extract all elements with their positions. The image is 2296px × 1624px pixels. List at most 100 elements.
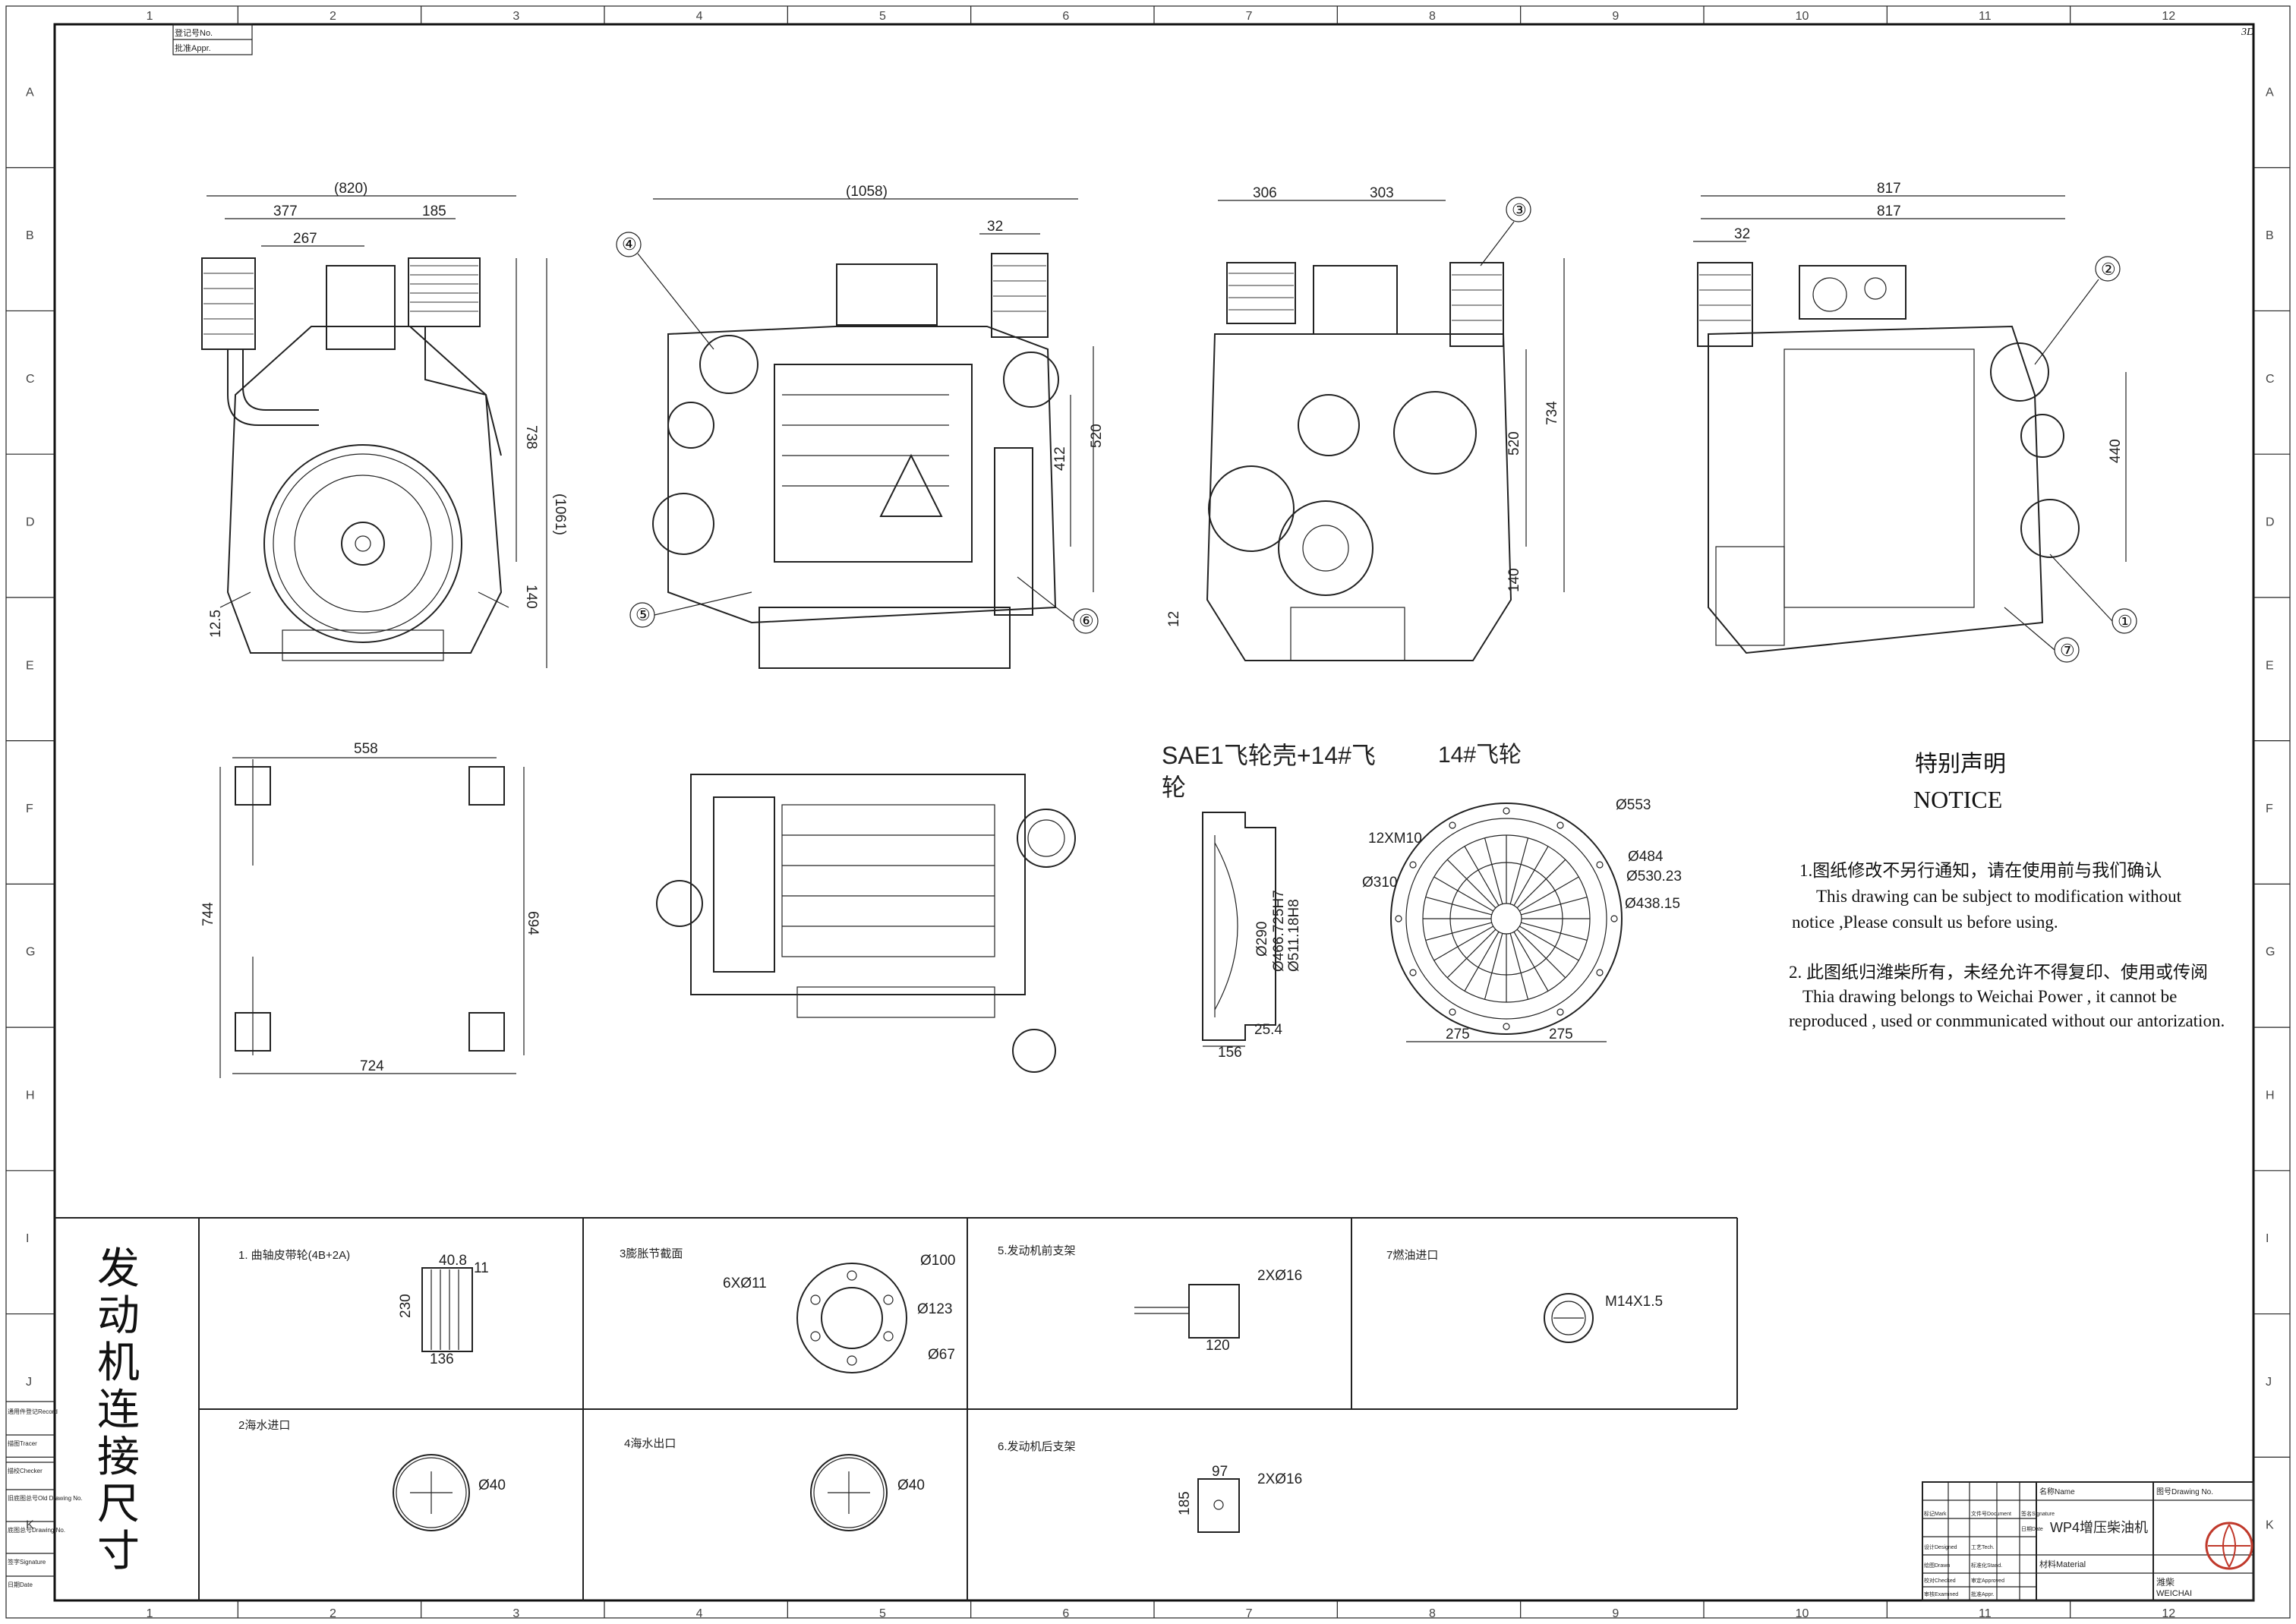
dim-440: 440 — [2108, 439, 2124, 463]
globe-icon — [2205, 1522, 2253, 1570]
detail1-label: 1. 曲轴皮带轮(4B+2A) — [238, 1249, 350, 1262]
tb-material-label: 材料Material — [2039, 1559, 2086, 1569]
callout-1: ① — [2118, 612, 2133, 631]
dim-484: Ø484 — [1628, 849, 1664, 865]
flywheel-bolt-hole — [1449, 821, 1456, 829]
flywheel-title: 14#飞轮 — [1438, 743, 1522, 768]
dim-140-v3: 140 — [1506, 568, 1522, 592]
flywheel-spoke — [1513, 846, 1549, 906]
callout-3: ③ — [1512, 200, 1527, 219]
dim-511: Ø511.18H8 — [1286, 899, 1302, 972]
grid-row-label: E — [2266, 659, 2274, 672]
dim-2x16-b: 2XØ16 — [1257, 1471, 1302, 1487]
tb-stand: 标准化Stand. — [1971, 1562, 2002, 1569]
callout-2: ② — [2101, 260, 2116, 279]
dim-290: Ø290 — [1254, 922, 1270, 957]
dim-156: 156 — [1218, 1045, 1242, 1061]
tb-examined: 审核Examined — [1924, 1591, 1958, 1597]
detail2-label: 2海水进口 — [238, 1419, 290, 1432]
grid-col-label: 1 — [147, 10, 153, 23]
tb-appr: 批准Appr. — [1971, 1591, 1994, 1597]
flywheel-spoke — [1516, 859, 1566, 909]
grid-row-label: D — [2266, 516, 2275, 529]
grid-row-label: C — [26, 373, 35, 386]
flywheel-bolt-hole — [1556, 1008, 1564, 1016]
detail7-label: 7燃油进口 — [1386, 1248, 1438, 1262]
detail6-label: 6.发动机后支架 — [998, 1440, 1076, 1453]
grid-col-label: 2 — [330, 1607, 336, 1620]
flywheel-spokes — [1395, 807, 1618, 1030]
grid-row-label: I — [26, 1232, 29, 1245]
flywheel-bolt-hole — [1395, 915, 1402, 922]
flywheel-bolt-hole — [1556, 821, 1564, 829]
engine-view-side-right: 817 817 32 440 ② ① ⑦ — [1693, 181, 2137, 663]
flywheel-spoke — [1446, 859, 1496, 909]
grid-col-label: 2 — [330, 10, 336, 23]
grid-row-label: J — [2266, 1376, 2272, 1389]
dim-12-5: 12.5 — [208, 610, 224, 638]
dim-12xm10: 12XM10 — [1368, 831, 1422, 847]
detail-front-bracket: 5.发动机前支架 2XØ16 120 — [998, 1244, 1302, 1354]
notice-item1-en-b: notice ,Please consult us before using. — [1792, 913, 2058, 932]
flywheel-spoke — [1425, 896, 1492, 916]
dim-412: 412 — [1052, 446, 1068, 471]
grid-col-label: 9 — [1612, 1607, 1619, 1620]
grid-row-label: G — [26, 946, 35, 959]
dim-438: Ø438.15 — [1625, 896, 1680, 912]
dim-100: Ø100 — [920, 1253, 955, 1269]
tb-drawing-no-label: 图号Drawing No. — [2156, 1487, 2213, 1496]
reg-no-label: 登记号No. — [175, 27, 213, 38]
strip-checker: 描校Checker — [8, 1467, 43, 1474]
dim-32-v2: 32 — [987, 219, 1003, 235]
notice-item2-cn: 2. 此图纸归潍柴所有，未经允许不得复印、使用或传阅 — [1789, 963, 2208, 982]
detail-expansion-joint: 3膨胀节截面 Ø100 6XØ11 Ø123 Ø67 — [620, 1247, 955, 1373]
dim-694: 694 — [525, 911, 541, 935]
grid-col-label: 6 — [1062, 10, 1069, 23]
detail4-label: 4海水出口 — [624, 1437, 676, 1450]
detail-crank-pulley: 1. 曲轴皮带轮(4B+2A) 40.8 11 230 136 — [238, 1249, 489, 1367]
vtitle-2: 动 — [97, 1293, 140, 1340]
engine-view-side-left: (1058) 32 520 412 ④ ⑤ ⑥ — [616, 184, 1105, 669]
flywheel-spoke — [1509, 933, 1529, 1000]
dim-734: 734 — [1544, 401, 1560, 425]
grid-col-label: 8 — [1429, 10, 1436, 23]
grid-row-label: G — [2266, 946, 2275, 959]
dim-40-b: Ø40 — [897, 1477, 925, 1493]
tb-date: 日期Date — [2021, 1526, 2043, 1532]
tb-tech: 工艺Tech. — [1971, 1544, 1995, 1550]
tb-company-cn: 潍柴 — [2156, 1577, 2175, 1588]
dim-817-a: 817 — [1877, 181, 1901, 197]
dim-275-b: 275 — [1549, 1026, 1573, 1042]
grid-row-label: K — [26, 1519, 34, 1532]
flywheel-spoke — [1433, 876, 1493, 912]
notice-title-cn: 特别声明 — [1915, 752, 2006, 777]
title-block: 名称Name 图号Drawing No. WP4增压柴油机 材料Material… — [1922, 1481, 2254, 1601]
dim-97: 97 — [1212, 1464, 1228, 1480]
dim-123: Ø123 — [917, 1301, 952, 1317]
details-table — [55, 1217, 1738, 1600]
grid-col-label: 7 — [1246, 10, 1253, 23]
flywheel-spoke — [1464, 932, 1500, 992]
detail-sea-water-inlet: 2海水进口 Ø40 — [238, 1419, 506, 1531]
dim-306: 306 — [1253, 185, 1277, 201]
dim-1061: (1061) — [552, 494, 568, 535]
dim-724: 724 — [360, 1058, 384, 1074]
callout-5: ⑤ — [636, 605, 651, 624]
flywheel-spoke — [1446, 929, 1496, 979]
tb-product-name: WP4增压柴油机 — [2050, 1520, 2148, 1535]
dim-2x16-a: 2XØ16 — [1257, 1268, 1302, 1284]
flywheel-spoke — [1516, 929, 1566, 979]
grid-col-label: 3 — [512, 1607, 519, 1620]
grid-row-label: I — [2266, 1232, 2269, 1245]
top-left-table: 登记号No. 批准Appr. — [172, 24, 253, 55]
strip-date: 日期Date — [8, 1581, 33, 1588]
tb-name-label: 名称Name — [2039, 1487, 2075, 1496]
dim-136: 136 — [430, 1351, 454, 1367]
dim-12-v3: 12 — [1166, 611, 1182, 627]
grid-col-label: 10 — [1796, 10, 1809, 23]
corner-tag: 3D — [2241, 27, 2254, 38]
grid-col-label: 3 — [512, 10, 519, 23]
vertical-title: 发 动 机 连 接 尺 寸 — [97, 1246, 140, 1575]
dim-738: 738 — [523, 425, 539, 449]
